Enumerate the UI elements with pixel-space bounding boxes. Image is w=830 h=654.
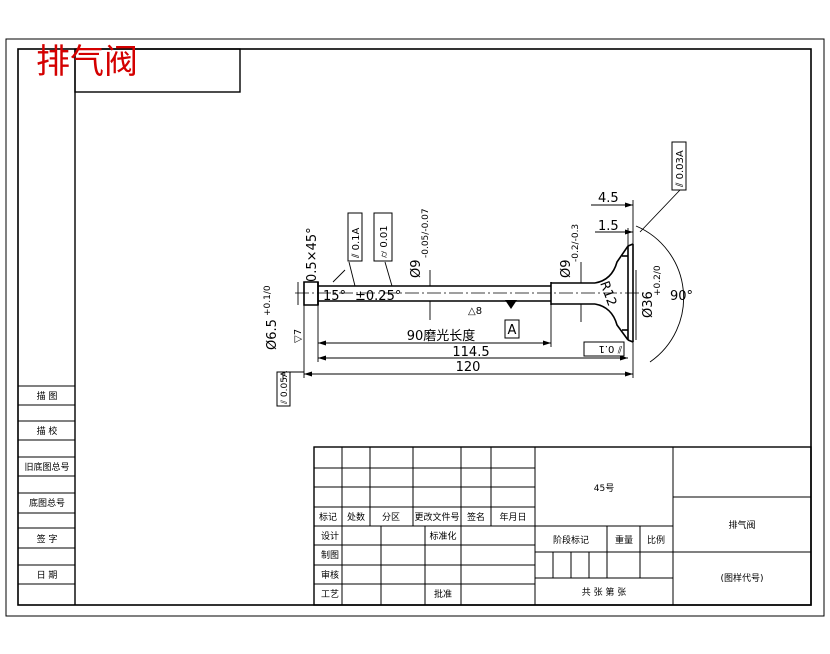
tol-frame-head [671,141,687,191]
side-label: 底图总号 [29,497,65,509]
role-label: 设计 [321,530,339,542]
surface-body: △8 [468,306,482,317]
tol-frame-tip [276,371,291,407]
dim-radius: R12 [596,279,619,308]
approve-label: 批准 [434,588,452,600]
dim-tip-dia: Ø6.5 [265,319,280,350]
stage-label: 阶段标记 [553,534,589,546]
tol-frame-flat [373,212,393,262]
tol-frame-side [583,341,625,357]
tol-tip: ⫽ 0.05A [280,370,290,405]
role-label: 工艺 [321,589,339,600]
rev-header: 年月日 [499,511,526,523]
dim-angle-15: 15° [323,289,346,304]
rev-header: 分区 [382,512,400,523]
dim-stem-tol: -0.05/-0.07 [421,208,431,258]
dim-stem-dia: Ø9 [409,259,424,278]
role-label: 审核 [321,569,339,581]
dim-head-dia: Ø36 [641,291,656,318]
tol-runout: ⫽ 0.1A [351,227,362,259]
dim-head-tol: +0.2/0 [653,265,663,296]
drawing-code: (图样代号) [720,572,763,584]
datum-box [504,319,520,339]
side-label: 描 校 [37,425,58,437]
rev-header: 标记 [319,511,337,523]
tol-head: ⫽ 0.03A [675,150,686,188]
side-label: 旧底图总号 [24,461,69,473]
outer-frame [5,38,825,617]
datum-a: A [508,323,517,338]
rev-header: 签名 [467,511,485,523]
dim-chamfer: 0.5×45° [305,227,320,282]
dim-neck-dia: Ø9 [559,259,574,278]
dim-4-5: 4.5 [598,191,619,206]
title-block-grid [313,446,812,606]
side-label: 签 字 [37,533,58,545]
dimension-arrows [304,202,633,377]
tol-frame-runout [347,212,363,262]
standardize-label: 标准化 [429,530,456,542]
dim-angle-tol: ±0.25° [355,289,401,304]
sheet-count: 共 张 第 张 [582,586,627,598]
side-label: 日 期 [37,570,58,581]
tol-flat: ⌭ 0.01 [379,225,390,258]
scale-label: 比例 [647,534,665,546]
top-code-box [74,48,241,93]
dim-120: 120 [456,360,481,375]
side-label: 描 图 [37,390,58,402]
material: 45号 [594,483,614,494]
part-name: 排气阀 [728,519,755,531]
weight-label: 重量 [615,534,633,546]
rev-header: 更改文件号 [414,511,459,523]
dim-grind-length: 90磨光长度 [407,328,476,344]
side-strip [18,385,75,585]
drawing-title: 排气阀 [36,42,138,82]
dim-tip-tol: +0.1/0 [263,285,273,316]
dim-neck-tol: -0.2/-0.3 [571,224,581,262]
tol-side: ⫽ 0.1 [598,343,623,354]
dim-114-5: 114.5 [452,345,489,360]
dim-1-5: 1.5 [598,219,619,234]
role-label: 制图 [321,549,339,561]
dim-angle-90: 90° [670,289,693,304]
rev-header: 处数 [347,511,365,523]
surface-tip: ▽7 [293,329,304,343]
